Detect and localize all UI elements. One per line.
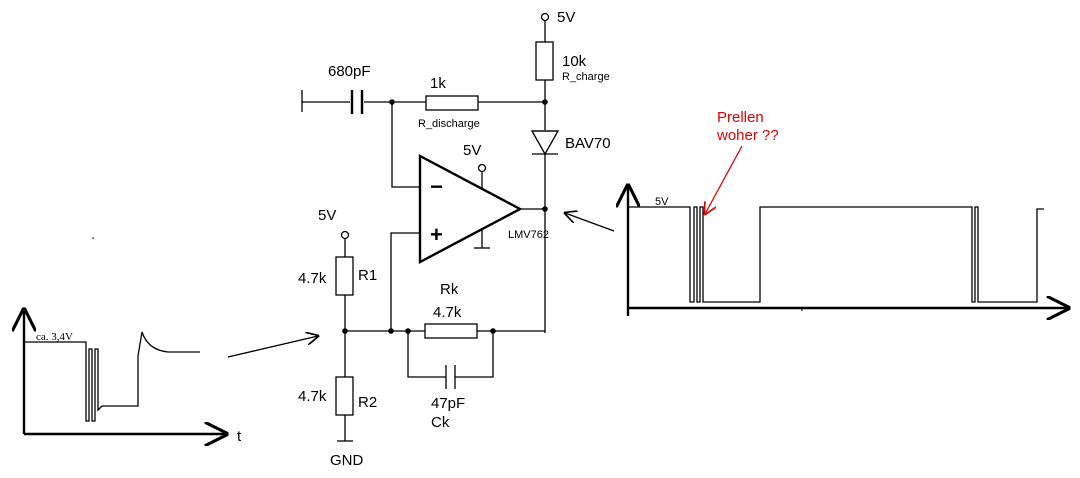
r-charge-resistor [535, 41, 554, 81]
pointer-arrow-input [227, 336, 318, 358]
opamp-plus-sign: + [430, 222, 443, 247]
ground-label: GND [330, 452, 364, 469]
ck-name: Ck [431, 414, 450, 431]
diode-bav70 [530, 130, 560, 333]
input-plot-level-label: ca. 3,4V [36, 331, 73, 343]
r2-value: 4.7k [298, 388, 327, 405]
r1-name: R1 [358, 267, 377, 284]
annotation-line1: Prellen [717, 109, 764, 126]
r-discharge-name: R_discharge [418, 118, 480, 130]
r-charge-name: R_charge [562, 71, 610, 83]
r2-resistor [335, 376, 354, 416]
annotation-arrow [705, 145, 743, 214]
output-waveform-plot [628, 186, 1068, 316]
r2-name: R2 [358, 394, 377, 411]
r-discharge-resistor [425, 95, 479, 111]
r-charge-value: 10k [562, 53, 587, 70]
rk-name: Rk [440, 281, 459, 298]
stray-dot [801, 309, 803, 311]
output-plot-level-label: 5V [655, 196, 669, 208]
divider-supply-terminal [340, 230, 350, 257]
opamp-minus-sign: − [430, 174, 443, 199]
output-waveform-trace [628, 206, 1044, 303]
input-plot-axis-label: t [237, 428, 242, 445]
opamp-lmv762 [418, 154, 545, 264]
annotation-line2: woher ?? [716, 127, 779, 144]
r1-value: 4.7k [298, 270, 327, 287]
diode-name: BAV70 [565, 135, 611, 152]
opamp-supply-label: 5V [463, 142, 481, 159]
wire-plus-input [390, 232, 420, 331]
wire-cap-to-minus-input [391, 102, 420, 188]
r1-resistor [335, 256, 354, 296]
r-discharge-value: 1k [430, 75, 446, 92]
pointer-arrow-output [565, 213, 615, 232]
rk-resistor [424, 323, 478, 339]
rk-value: 4.7k [433, 304, 462, 321]
c-input-value: 680pF [328, 63, 371, 80]
input-waveform-trace [24, 331, 200, 422]
opamp-name: LMV762 [508, 229, 549, 241]
junction-output [542, 206, 548, 212]
junction-plus-node [388, 328, 394, 334]
c-input-capacitor [301, 90, 426, 114]
divider-supply-label: 5V [318, 207, 336, 224]
stray-dot [92, 237, 94, 239]
ck-capacitor [407, 331, 494, 389]
supply-top-label: 5V [557, 9, 575, 26]
ck-value: 47pF [431, 395, 465, 412]
supply-top-terminal [540, 12, 550, 42]
ground-symbol [337, 415, 353, 442]
input-waveform-plot [24, 310, 226, 434]
